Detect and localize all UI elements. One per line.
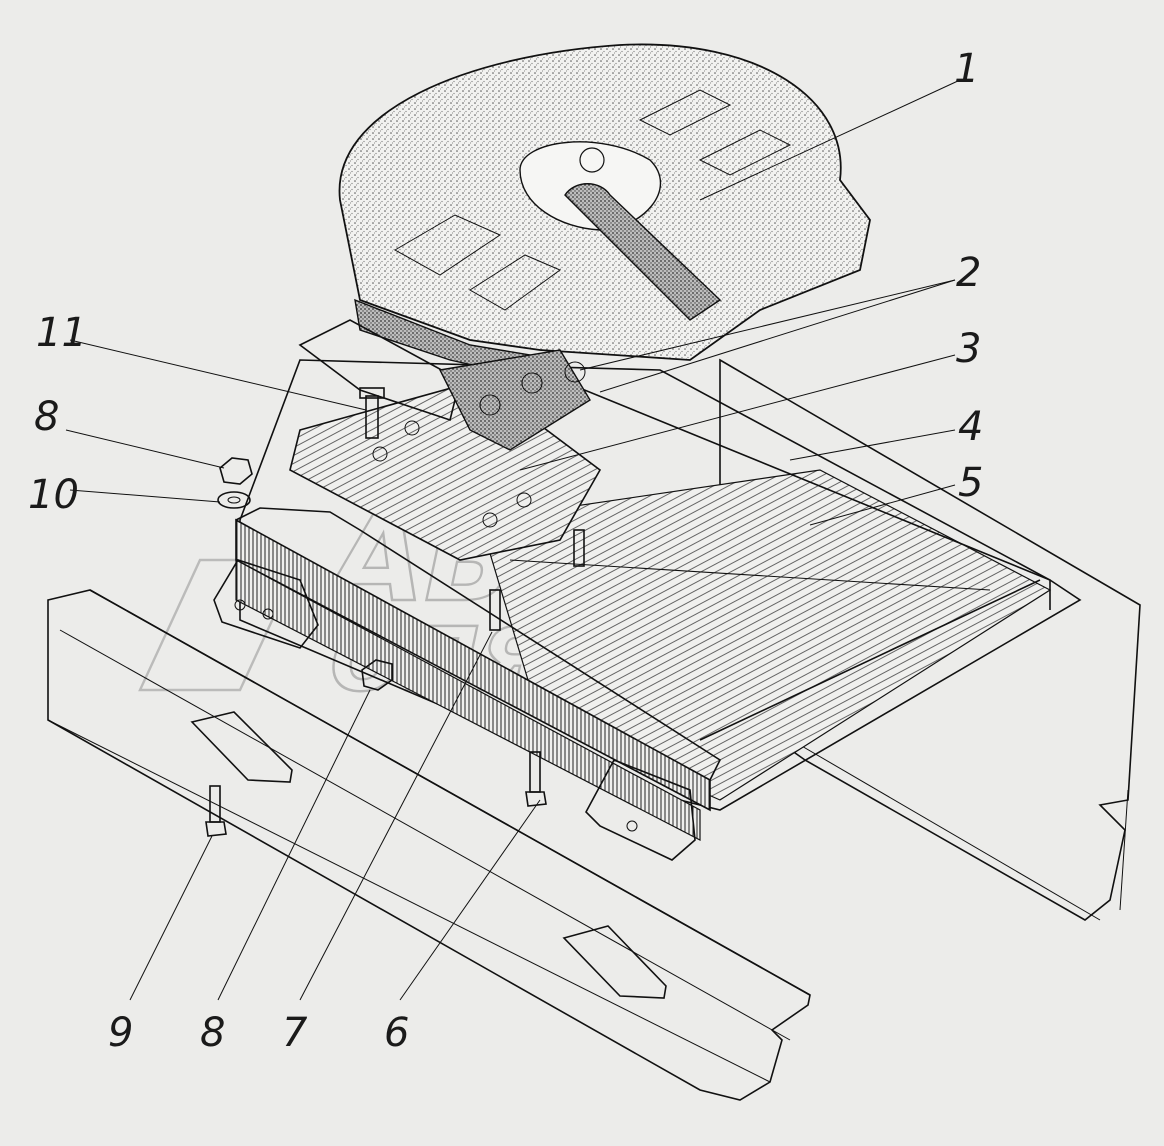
callout-1: 1 — [954, 46, 979, 92]
callout-4: 4 — [958, 404, 983, 450]
leader-3 — [519, 354, 956, 471]
callout-labels: 1 2 3 4 5 6 7 8 8 9 10 11 — [28, 46, 983, 1056]
cross-member — [235, 507, 722, 841]
washer-10 — [217, 491, 251, 509]
leader-8-lower — [217, 689, 371, 1001]
leader-10 — [69, 489, 221, 503]
leader-2b — [599, 279, 956, 393]
leader-2a — [579, 279, 956, 371]
fifth-wheel-plate — [338, 43, 871, 381]
clamp-plate-lower — [562, 925, 667, 999]
nut-8-lower — [361, 659, 393, 691]
leader-9 — [129, 835, 213, 1001]
leader-1 — [699, 79, 961, 201]
callout-3: 3 — [956, 326, 981, 372]
leader-5 — [809, 484, 956, 526]
callout-8-upper: 8 — [34, 394, 59, 440]
bolt-6 — [525, 751, 547, 807]
leader-lines — [65, 79, 961, 1001]
bracket-right — [585, 758, 696, 861]
bearing-bracket — [298, 319, 591, 451]
fasteners — [190, 387, 667, 999]
bolt-upper-middle — [573, 529, 585, 567]
nut-8-upper — [219, 457, 253, 485]
clamp-plate-upper — [190, 711, 293, 783]
callout-11: 11 — [36, 310, 87, 356]
leader-7 — [299, 631, 493, 1001]
callout-6: 6 — [384, 1010, 409, 1056]
leader-4 — [789, 429, 956, 461]
bolt-9 — [205, 785, 227, 837]
callout-8-lower: 8 — [200, 1010, 225, 1056]
bolt-7 — [489, 589, 501, 631]
bracket-left — [213, 559, 319, 649]
callout-5: 5 — [958, 460, 983, 506]
leader-11 — [69, 339, 367, 411]
callout-2: 2 — [956, 250, 981, 296]
leader-6 — [399, 799, 541, 1001]
bolt-11 — [359, 387, 385, 439]
callout-9: 9 — [108, 1010, 133, 1056]
callout-10: 10 — [28, 472, 79, 518]
callout-7: 7 — [282, 1010, 308, 1056]
leader-8-upper — [65, 429, 225, 469]
frame-rail-left — [47, 589, 811, 1101]
